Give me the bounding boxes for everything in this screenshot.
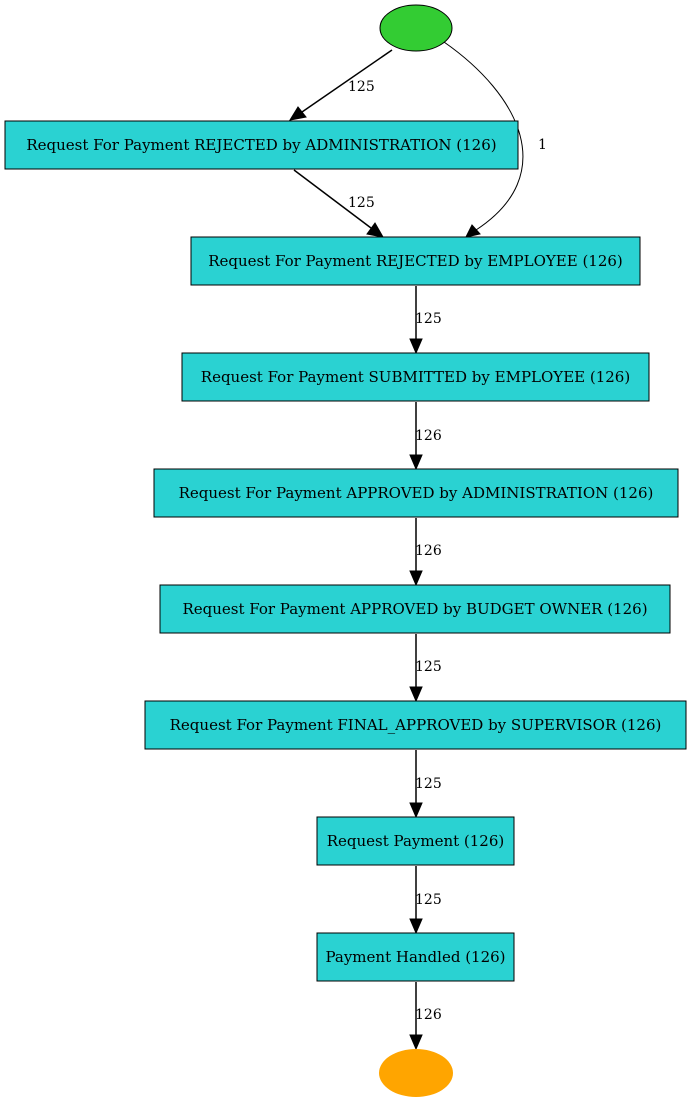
start-node	[379, 4, 453, 52]
node-label: Request For Payment FINAL_APPROVED by SU…	[170, 716, 662, 734]
edge-rejected-admin-to-rejected-employee: 125	[293, 169, 384, 238]
edge-submitted-employee-to-approved-admin: 126	[409, 402, 442, 471]
end-node	[379, 1049, 453, 1097]
edge-label: 126	[415, 428, 442, 444]
edge-approved-admin-to-approved-budget-owner: 126	[409, 518, 442, 587]
edge-start-to-rejected-admin: 125	[288, 49, 393, 121]
node-label: Request For Payment APPROVED by BUDGET O…	[182, 600, 647, 618]
node-final-approved-by-supervisor: Request For Payment FINAL_APPROVED by SU…	[144, 700, 687, 750]
node-label: Request For Payment SUBMITTED by EMPLOYE…	[201, 368, 630, 386]
edge-label: 125	[415, 892, 442, 908]
edge-label: 125	[415, 311, 442, 327]
node-label: Request For Payment REJECTED by EMPLOYEE…	[208, 252, 623, 270]
edge-label: 1	[538, 137, 547, 153]
edge-label: 125	[415, 659, 442, 675]
edges: 125 1 125 125 126 12	[288, 41, 547, 1051]
node-label: Payment Handled (126)	[325, 948, 505, 966]
node-payment-handled: Payment Handled (126)	[316, 932, 515, 982]
node-submitted-by-employee: Request For Payment SUBMITTED by EMPLOYE…	[181, 352, 650, 402]
node-label: Request For Payment APPROVED by ADMINIST…	[179, 484, 654, 502]
edge-label: 125	[348, 195, 375, 211]
edge-request-payment-to-payment-handled: 125	[409, 866, 442, 935]
node-label: Request Payment (126)	[327, 832, 505, 850]
edge-label: 126	[415, 1007, 442, 1023]
edge-start-to-rejected-employee: 1	[443, 41, 547, 238]
node-rejected-by-employee: Request For Payment REJECTED by EMPLOYEE…	[190, 236, 641, 286]
node-label: Request For Payment REJECTED by ADMINIST…	[26, 136, 496, 154]
edge-final-approved-supervisor-to-request-payment: 125	[409, 750, 442, 819]
edge-label: 125	[348, 79, 375, 95]
edge-rejected-employee-to-submitted-employee: 125	[409, 286, 442, 355]
node-request-payment: Request Payment (126)	[316, 816, 515, 866]
node-rejected-by-administration: Request For Payment REJECTED by ADMINIST…	[4, 120, 519, 170]
nodes: Request For Payment REJECTED by ADMINIST…	[4, 4, 687, 1097]
edge-label: 125	[415, 776, 442, 792]
edge-payment-handled-to-end: 126	[409, 982, 442, 1051]
edge-approved-budget-owner-to-final-approved-supervisor: 125	[409, 634, 442, 703]
node-approved-by-administration: Request For Payment APPROVED by ADMINIST…	[153, 468, 679, 518]
node-approved-by-budget-owner: Request For Payment APPROVED by BUDGET O…	[159, 584, 671, 634]
edge-label: 126	[415, 543, 442, 559]
